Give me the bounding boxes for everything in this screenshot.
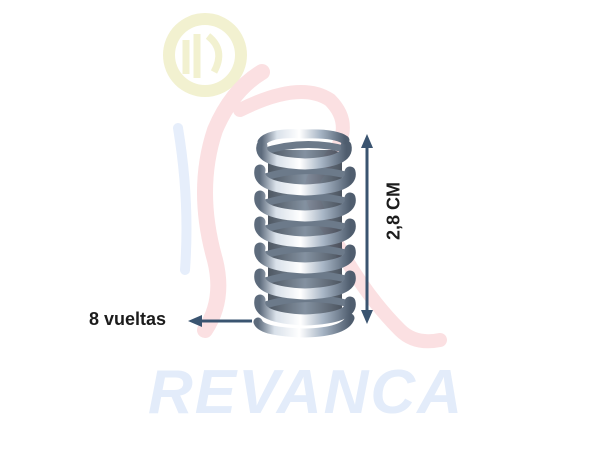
logo-ball-icon bbox=[163, 13, 247, 97]
spring-bottom-end bbox=[253, 313, 355, 338]
turns-pointer-arrow bbox=[188, 315, 252, 327]
brand-watermark-text: REVANCA bbox=[148, 358, 464, 427]
spring-front-coils bbox=[254, 140, 356, 326]
height-dimension-arrow bbox=[361, 134, 373, 324]
turns-label: 8 vueltas bbox=[89, 309, 167, 329]
spring-coil bbox=[256, 140, 352, 170]
spring-coil bbox=[254, 190, 356, 222]
spring-coil bbox=[254, 294, 356, 326]
spring-coil bbox=[254, 268, 356, 300]
height-label-text: 2,8 CM bbox=[383, 181, 404, 241]
spring-coil bbox=[254, 216, 356, 248]
spring-coil bbox=[254, 164, 356, 196]
spring-top-end bbox=[257, 129, 350, 147]
spring-coil bbox=[254, 242, 356, 274]
